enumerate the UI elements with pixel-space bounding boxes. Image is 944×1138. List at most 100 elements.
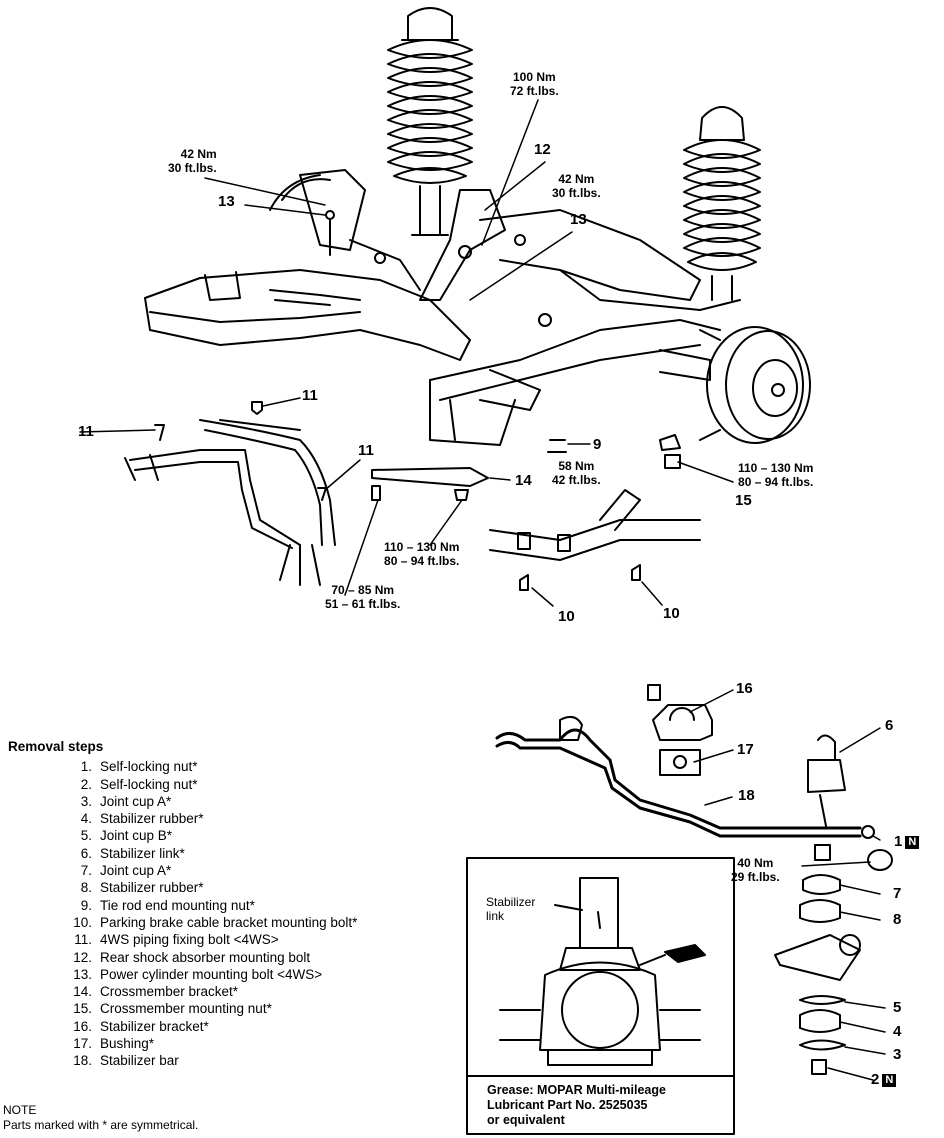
callout-14: 14 bbox=[515, 472, 532, 489]
brake-drum bbox=[659, 326, 811, 444]
removal-step-number: 6. bbox=[80, 845, 92, 861]
removal-step: 4.Stabilizer rubber* bbox=[8, 810, 357, 827]
removal-step-number: 5. bbox=[80, 828, 92, 844]
removal-step: 18. Stabilizer bar bbox=[8, 1052, 357, 1069]
callout-13-right: 13 bbox=[570, 211, 587, 228]
4ws-piping bbox=[124, 419, 336, 586]
removal-step-text: Crossmember mounting nut* bbox=[100, 1001, 272, 1017]
note: NOTE Parts marked with * are symmetrical… bbox=[3, 1103, 198, 1133]
removal-step-text: Joint cup A* bbox=[100, 863, 172, 879]
removal-step-text: Power cylinder mounting bolt <4WS> bbox=[100, 966, 323, 982]
removal-step-number: 11. bbox=[74, 932, 92, 948]
removal-step-text: Joint cup B* bbox=[100, 828, 173, 844]
removal-step: 11. 4WS piping fixing bolt <4WS> bbox=[8, 931, 357, 948]
callout-5: 5 bbox=[893, 999, 902, 1016]
removal-step: 1. Self-locking nut* bbox=[8, 758, 357, 775]
rear-crossmember bbox=[144, 169, 741, 446]
callout-3: 3 bbox=[893, 1046, 902, 1063]
removal-step: 9.Tie rod end mounting nut* bbox=[8, 897, 357, 914]
callout-16: 16 bbox=[736, 680, 753, 697]
removal-step-number: 9. bbox=[80, 897, 92, 913]
removal-steps-title: Removal steps bbox=[8, 739, 104, 754]
callout-6: 6 bbox=[885, 717, 894, 734]
callout-13-left: 13 bbox=[218, 193, 235, 210]
removal-step-number: 10. bbox=[73, 914, 92, 930]
removal-step-number: 16. bbox=[73, 1018, 92, 1034]
callout-10-left: 10 bbox=[558, 608, 575, 625]
callout-11-mid: 11 bbox=[358, 442, 374, 459]
removal-step-number: 8. bbox=[80, 880, 92, 896]
removal-steps: Removal steps 1. Self-locking nut* 2. Self-… bbox=[8, 738, 357, 1070]
callout-11-left: 11 bbox=[78, 423, 94, 440]
inset-box bbox=[466, 857, 735, 1135]
piping-bolts bbox=[154, 401, 327, 501]
removal-step: 3. Joint cup A* bbox=[8, 793, 357, 810]
removal-step: 14. Crossmember bracket* bbox=[8, 983, 357, 1000]
removal-step-text: Stabilizer link* bbox=[100, 845, 185, 861]
removal-step: 5. Joint cup B* bbox=[8, 827, 357, 844]
removal-step-number: 13. bbox=[73, 966, 92, 982]
removal-step: 17. Bushing* bbox=[8, 1035, 357, 1052]
callout-4: 4 bbox=[893, 1023, 902, 1040]
removal-step-text: Rear shock absorber mounting bolt bbox=[100, 949, 311, 965]
n-badge: N bbox=[905, 836, 920, 849]
removal-step-text: Joint cup A* bbox=[100, 793, 172, 809]
stabilizer-bar bbox=[495, 684, 893, 1075]
removal-steps-list: 1.Self-locking nut*2.Self-locking nut*3.… bbox=[8, 758, 357, 1069]
n-badge: N bbox=[882, 1074, 897, 1087]
removal-step: 16. Stabilizer bracket* bbox=[8, 1018, 357, 1035]
callout-8: 8 bbox=[893, 911, 902, 928]
note-text: Parts marked with * are symmetrical. bbox=[3, 1118, 199, 1132]
removal-step-number: 14. bbox=[73, 984, 92, 1000]
callout-9: 9 bbox=[593, 436, 602, 453]
removal-step-number: 18. bbox=[73, 1053, 92, 1069]
removal-step: 13. Power cylinder mounting bolt <4WS> bbox=[8, 966, 357, 983]
removal-step-text: Crossmember bracket* bbox=[100, 984, 239, 1000]
callout-18: 18 bbox=[738, 787, 755, 804]
removal-step-number: 7. bbox=[80, 863, 92, 879]
callout-10-right: 10 bbox=[663, 605, 680, 622]
left-coil-spring bbox=[387, 7, 473, 236]
removal-step: 10. Parking brake cable bracket mounting … bbox=[8, 914, 357, 931]
note-title: NOTE bbox=[3, 1103, 37, 1117]
removal-step: 2. Self-locking nut* bbox=[8, 776, 357, 793]
removal-step: 8. Stabilizer rubber* bbox=[8, 879, 357, 896]
removal-step-text: Self-locking nut* bbox=[100, 759, 198, 775]
removal-step-text: Stabilizer bracket* bbox=[100, 1018, 209, 1034]
removal-step: 7. Joint cup A* bbox=[8, 862, 357, 879]
removal-step-number: 17. bbox=[73, 1036, 92, 1052]
removal-step-text: Self-locking nut* bbox=[100, 776, 198, 792]
removal-step-number: 3. bbox=[80, 793, 92, 809]
removal-step: 6. Stabilizer link* bbox=[8, 845, 357, 862]
removal-step-text: Parking brake cable bracket mounting bol… bbox=[100, 914, 358, 930]
callout-7: 7 bbox=[893, 885, 902, 902]
removal-step-text: 4WS piping fixing bolt <4WS> bbox=[100, 932, 279, 948]
callout-12: 12 bbox=[534, 141, 551, 158]
removal-step-text: Stabilizer rubber* bbox=[100, 880, 204, 896]
removal-step-number: 1. bbox=[80, 759, 92, 775]
removal-step: 15. Crossmember mounting nut* bbox=[8, 1000, 357, 1017]
callout-11-top: 11 bbox=[302, 387, 318, 404]
removal-step-text: Stabilizer bar bbox=[100, 1053, 179, 1069]
removal-step-text: Bushing* bbox=[100, 1036, 155, 1052]
leader-lines bbox=[79, 99, 886, 1081]
removal-step-number: 2. bbox=[80, 776, 92, 792]
right-coil-spring bbox=[683, 106, 761, 301]
callout-15: 15 bbox=[735, 492, 752, 509]
callout-17: 17 bbox=[737, 741, 754, 758]
removal-step-number: 15. bbox=[73, 1001, 92, 1017]
inset-grease-spec: Grease: MOPAR Multi-mileage Lubricant Pa… bbox=[487, 1083, 666, 1127]
